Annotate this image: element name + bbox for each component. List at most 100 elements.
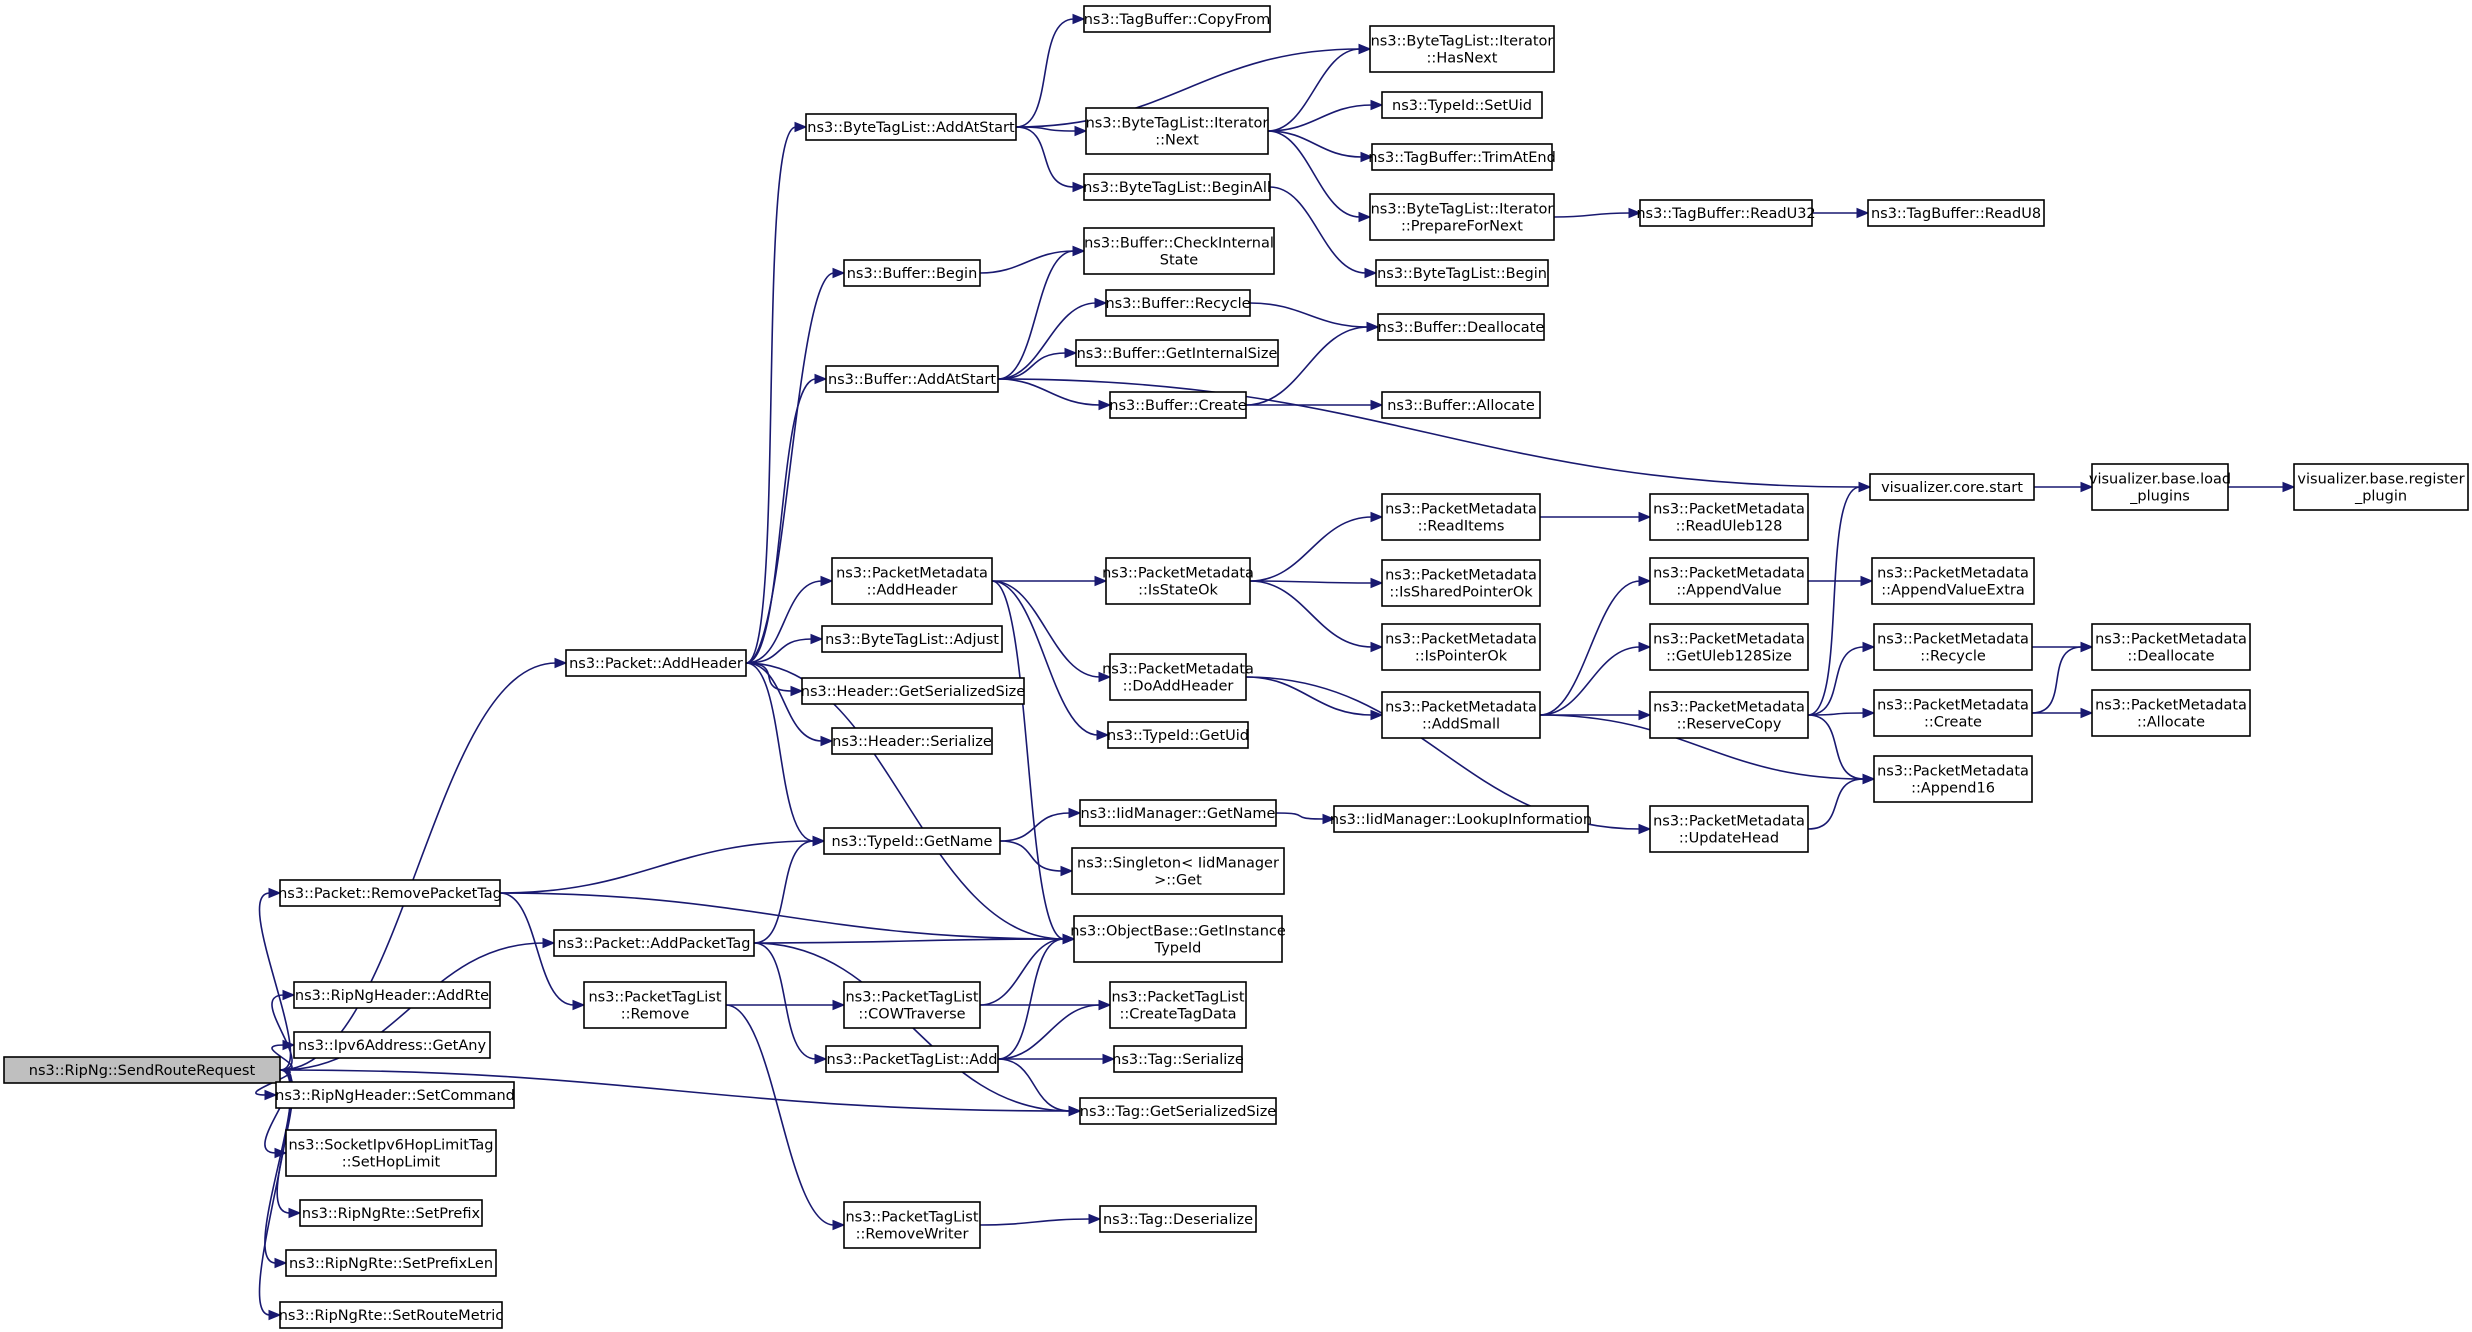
node-ns3-packetmetadata-appendvalueextra[interactable]: ns3::PacketMetadata::AppendValueExtra xyxy=(1871,557,2035,605)
edge-ns3-packet-addpackettag-to-ns3-tag-getserializedsize xyxy=(753,942,1082,1117)
node-ns3-packetmetadata-doaddheader[interactable]: ns3::PacketMetadata::DoAddHeader xyxy=(1102,653,1254,701)
node-ns3-buffer-deallocate[interactable]: ns3::Buffer::Deallocate xyxy=(1377,313,1545,341)
node-ns3-ripngheader-setcommand[interactable]: ns3::RipNgHeader::SetCommand xyxy=(275,1081,515,1109)
node-ns3-ripng-sendrouterequest[interactable]: ns3::RipNg::SendRouteRequest xyxy=(3,1056,281,1084)
edge-ns3-buffer-create-to-ns3-buffer-allocate xyxy=(1246,399,1384,411)
node-ns3-packetmetadata-append16[interactable]: ns3::PacketMetadata::Append16 xyxy=(1873,755,2033,803)
edge-line xyxy=(745,638,813,664)
node-ns3-ripngheader-addrte[interactable]: ns3::RipNgHeader::AddRte xyxy=(293,981,491,1009)
arrowhead xyxy=(2080,481,2094,493)
edge-ns3-packetmetadata-reservecopy-to-ns3-packetmetadata-append16 xyxy=(1807,714,1876,785)
node-ns3-packet-removepackettag[interactable]: ns3::Packet::RemovePacketTag xyxy=(278,879,502,907)
node-label: ns3::ByteTagList::BeginAll xyxy=(1083,180,1271,196)
node-ns3-packetmetadata-deallocate[interactable]: ns3::PacketMetadata::Deallocate xyxy=(2091,623,2251,671)
node-ns3-typeid-setuid[interactable]: ns3::TypeId::SetUid xyxy=(1381,91,1543,119)
node-label: ::COWTraverse xyxy=(858,1007,965,1023)
node-ns3-bytetaglist-iterator-next[interactable]: ns3::ByteTagList::Iterator::Next xyxy=(1085,107,1269,155)
node-label: ns3::TypeId::GetName xyxy=(832,834,993,850)
node-ns3-bytetaglist-beginall[interactable]: ns3::ByteTagList::BeginAll xyxy=(1083,173,1271,201)
node-ns3-packetmetadata-readuleb128[interactable]: ns3::PacketMetadata::ReadUleb128 xyxy=(1649,493,1809,541)
node-ns3-iidmanager-getname[interactable]: ns3::IidManager::GetName xyxy=(1079,799,1277,827)
node-ns3-bytetaglist-iterator-preparefornext[interactable]: ns3::ByteTagList::Iterator::PrepareForNe… xyxy=(1369,193,1555,241)
edge-line xyxy=(1245,676,1373,716)
node-ns3-packet-addheader[interactable]: ns3::Packet::AddHeader xyxy=(565,649,747,677)
node-ns3-header-getserializedsize[interactable]: ns3::Header::GetSerializedSize xyxy=(801,677,1026,705)
arrowhead xyxy=(1370,709,1384,721)
node-ns3-buffer-addatstart[interactable]: ns3::Buffer::AddAtStart xyxy=(825,365,999,393)
node-ns3-ripngrte-setprefix[interactable]: ns3::RipNgRte::SetPrefix xyxy=(299,1199,483,1227)
arrowhead xyxy=(810,633,824,645)
node-ns3-packettaglist-createtagdata[interactable]: ns3::PacketTagList::CreateTagData xyxy=(1109,981,1247,1029)
node-ns3-tag-getserializedsize[interactable]: ns3::Tag::GetSerializedSize xyxy=(1079,1097,1277,1125)
node-ns3-packetmetadata-updatehead[interactable]: ns3::PacketMetadata::UpdateHead xyxy=(1649,805,1809,853)
node-ns3-ipv6address-getany[interactable]: ns3::Ipv6Address::GetAny xyxy=(293,1031,491,1059)
node-ns3-packetmetadata-allocate[interactable]: ns3::PacketMetadata::Allocate xyxy=(2091,689,2251,737)
node-ns3-bytetaglist-begin[interactable]: ns3::ByteTagList::Begin xyxy=(1375,259,1549,287)
node-ns3-tagbuffer-trimatend[interactable]: ns3::TagBuffer::TrimAtEnd xyxy=(1368,143,1556,171)
node-visualizer-base-load-plugins[interactable]: visualizer.base.load_plugins xyxy=(2089,463,2231,511)
node-ns3-packetmetadata-readitems[interactable]: ns3::PacketMetadata::ReadItems xyxy=(1381,493,1541,541)
node-ns3-packettaglist-cowtraverse[interactable]: ns3::PacketTagList::COWTraverse xyxy=(843,981,981,1029)
node-ns3-buffer-create[interactable]: ns3::Buffer::Create xyxy=(1109,391,1247,419)
node-visualizer-base-register-plugin[interactable]: visualizer.base.register_plugin xyxy=(2293,463,2469,511)
node-ns3-ripngrte-setroutemetric[interactable]: ns3::RipNgRte::SetRouteMetric xyxy=(279,1301,504,1329)
node-box xyxy=(1649,623,1809,671)
node-ns3-packetmetadata-isstateok[interactable]: ns3::PacketMetadata::IsStateOk xyxy=(1102,557,1254,605)
node-ns3-tagbuffer-copyfrom[interactable]: ns3::TagBuffer::CopyFrom xyxy=(1083,5,1271,33)
node-ns3-buffer-getinternalsize[interactable]: ns3::Buffer::GetInternalSize xyxy=(1075,339,1279,367)
node-ns3-packetmetadata-addsmall[interactable]: ns3::PacketMetadata::AddSmall xyxy=(1381,691,1541,739)
node-ns3-tagbuffer-readu32[interactable]: ns3::TagBuffer::ReadU32 xyxy=(1636,199,1816,227)
node-label: ::AddSmall xyxy=(1422,717,1500,733)
arrowhead xyxy=(1638,511,1652,523)
node-ns3-tag-serialize[interactable]: ns3::Tag::Serialize xyxy=(1112,1045,1244,1073)
node-ns3-packetmetadata-getuleb128size[interactable]: ns3::PacketMetadata::GetUleb128Size xyxy=(1649,623,1809,671)
node-ns3-bytetaglist-addatstart[interactable]: ns3::ByteTagList::AddAtStart xyxy=(805,113,1017,141)
node-ns3-typeid-getuid[interactable]: ns3::TypeId::GetUid xyxy=(1107,721,1249,749)
node-ns3-packetmetadata-reservecopy[interactable]: ns3::PacketMetadata::ReserveCopy xyxy=(1649,691,1809,739)
edge-line xyxy=(1267,48,1361,132)
node-ns3-singleton-iidmanager-get[interactable]: ns3::Singleton< IidManager >::Get xyxy=(1071,847,1285,895)
node-visualizer-core-start[interactable]: visualizer.core.start xyxy=(1869,473,2035,501)
edge-line xyxy=(997,1004,1101,1060)
node-ns3-packettaglist-add[interactable]: ns3::PacketTagList::Add xyxy=(825,1045,999,1073)
edge-ns3-packettaglist-cowtraverse-to-ns3-objectbase-getinstancetypeid xyxy=(979,933,1076,1006)
node-ns3-ripngrte-setprefixlen[interactable]: ns3::RipNgRte::SetPrefixLen xyxy=(285,1249,497,1277)
node-ns3-packetmetadata-appendvalue[interactable]: ns3::PacketMetadata::AppendValue xyxy=(1649,557,1809,605)
node-box xyxy=(1107,721,1249,749)
node-ns3-buffer-recycle[interactable]: ns3::Buffer::Recycle xyxy=(1105,289,1251,317)
edge-ns3-packettaglist-remove-to-ns3-packettaglist-removewriter xyxy=(725,1004,846,1231)
node-ns3-packetmetadata-addheader[interactable]: ns3::PacketMetadata::AddHeader xyxy=(831,557,993,605)
node-ns3-typeid-getname[interactable]: ns3::TypeId::GetName xyxy=(823,827,1001,855)
node-label: ns3::Singleton< IidManager xyxy=(1077,856,1279,872)
node-ns3-packetmetadata-issharedpointerok[interactable]: ns3::PacketMetadata::IsSharedPointerOk xyxy=(1381,559,1541,607)
node-ns3-packetmetadata-create[interactable]: ns3::PacketMetadata::Create xyxy=(1873,689,2033,737)
node-ns3-tagbuffer-readu8[interactable]: ns3::TagBuffer::ReadU8 xyxy=(1867,199,2045,227)
node-ns3-socketipv6hoplimittag-sethoplimit[interactable]: ns3::SocketIpv6HopLimitTag::SetHopLimit xyxy=(285,1129,497,1177)
node-ns3-packettaglist-remove[interactable]: ns3::PacketTagList::Remove xyxy=(583,981,727,1029)
node-label: ::GetUleb128Size xyxy=(1666,649,1792,665)
node-box xyxy=(3,1056,281,1084)
node-ns3-packetmetadata-recycle[interactable]: ns3::PacketMetadata::Recycle xyxy=(1873,623,2033,671)
node-ns3-bytetaglist-adjust[interactable]: ns3::ByteTagList::Adjust xyxy=(821,625,1003,653)
node-label: ns3::PacketTagList::Add xyxy=(827,1052,998,1068)
edge-ns3-typeid-getname-to-ns3-singleton-iidmanager-get xyxy=(999,840,1074,877)
node-ns3-iidmanager-lookupinformation[interactable]: ns3::IidManager::LookupInformation xyxy=(1330,805,1592,833)
edge-ns3-packettaglist-add-to-ns3-tag-getserializedsize xyxy=(997,1058,1082,1117)
arrowhead xyxy=(542,937,556,949)
arrowhead xyxy=(1098,999,1112,1011)
node-ns3-buffer-begin[interactable]: ns3::Buffer::Begin xyxy=(843,259,981,287)
node-ns3-header-serialize[interactable]: ns3::Header::Serialize xyxy=(831,727,993,755)
node-box xyxy=(1871,557,2035,605)
node-ns3-packetmetadata-ispointerok[interactable]: ns3::PacketMetadata::IsPointerOk xyxy=(1381,623,1541,671)
edge-line xyxy=(745,662,815,842)
arrowhead xyxy=(282,989,296,1001)
node-ns3-tag-deserialize[interactable]: ns3::Tag::Deserialize xyxy=(1099,1205,1257,1233)
edge-line xyxy=(1553,212,1631,218)
node-ns3-bytetaglist-iterator-hasnext[interactable]: ns3::ByteTagList::Iterator::HasNext xyxy=(1369,25,1555,73)
node-label: ns3::Packet::RemovePacketTag xyxy=(278,886,502,902)
node-ns3-packettaglist-removewriter[interactable]: ns3::PacketTagList::RemoveWriter xyxy=(843,1201,981,1249)
node-ns3-buffer-allocate[interactable]: ns3::Buffer::Allocate xyxy=(1381,391,1541,419)
node-ns3-packet-addpackettag[interactable]: ns3::Packet::AddPacketTag xyxy=(553,929,755,957)
